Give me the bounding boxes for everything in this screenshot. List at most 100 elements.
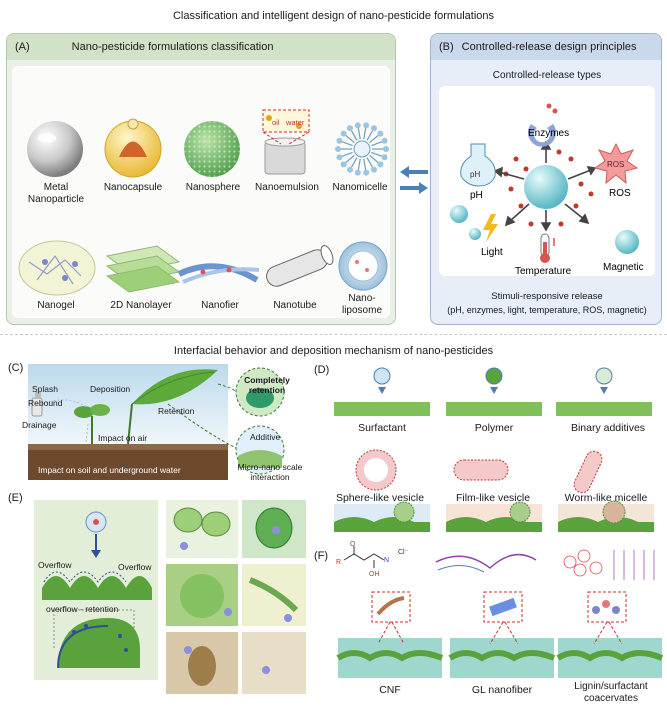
small-particle-icon [469, 228, 481, 240]
panel-b-footer-2: (pH, enzymes, light, temperature, ROS, m… [447, 305, 647, 315]
panel-d-illustrations [334, 367, 654, 532]
panel-c-scene [28, 364, 285, 480]
micelle-tail [369, 134, 380, 144]
panel-f: (F) R O OH N Cl⁻ [314, 540, 664, 710]
main-title: Classification and intelligent design of… [172, 10, 495, 22]
label-retention: Retention [158, 406, 195, 416]
exchange-arrows [400, 166, 428, 194]
micelle-tail [357, 127, 361, 140]
label-overflow-right: Overflow [118, 562, 152, 572]
worm-micelle-icon [573, 450, 603, 494]
micelle-head [336, 137, 343, 144]
stimulus-light: Light [481, 247, 503, 258]
tile-overlays [173, 507, 299, 686]
panel-b-title: Controlled-release design principles [461, 41, 637, 53]
stimulus-magnetic: Magnetic [603, 262, 644, 273]
panel-b-subheader: Controlled-release types [492, 70, 602, 81]
micelle-head [347, 125, 353, 132]
label-rebound: Rebound [28, 398, 63, 408]
micelle-head [335, 146, 341, 152]
micelle-tail [369, 154, 380, 164]
micelle-head [381, 154, 388, 161]
surface-coacervate [558, 638, 662, 678]
emulsion-oil-label: oil [272, 118, 280, 127]
panel-e: (E) Overflow Overflow overflow - retenti… [8, 492, 308, 708]
leaf-surface [334, 402, 430, 416]
sprayer-icon [31, 392, 43, 417]
label-metal-nanoparticle: Metal Nanoparticle [27, 182, 85, 205]
arrow-down-icon [600, 387, 608, 394]
micelle-head [363, 122, 370, 129]
label-polymer: Polymer [474, 422, 514, 434]
stimulus-enzymes: Enzymes [528, 128, 569, 139]
emulsion-water-label: water [285, 118, 305, 127]
gl-molecule [435, 553, 537, 569]
droplet-on-leaf [446, 367, 542, 416]
panel-f-illustrations: R O OH N Cl⁻ [336, 541, 664, 678]
label-nanomicelle: Nanomicelle [332, 182, 388, 193]
panel-b-tag: (B) [439, 41, 454, 53]
section-divider [0, 334, 667, 335]
release-dot [523, 166, 529, 172]
release-dot [568, 156, 574, 162]
panel-a: (A) Nano-pesticide formulations classifi… [6, 33, 396, 325]
micelle-head [347, 166, 353, 173]
2d-nanolayer-icon [105, 245, 181, 293]
label-nanogel: Nanogel [37, 300, 75, 311]
label-surfactant: Surfactant [358, 422, 406, 434]
ros-star-text: ROS [607, 160, 624, 169]
label-splash: Splash [32, 384, 58, 394]
ph-flask-text: pH [470, 170, 480, 179]
nanocapsule-icon [104, 118, 162, 178]
micelle-head [371, 166, 377, 173]
stimulus-ros: ROS [609, 188, 631, 199]
release-dot [556, 149, 562, 155]
label-additive: Additive [250, 432, 281, 442]
panel-b-diagram: pH ROS Enzymes pH ROS Light Temperature … [450, 103, 644, 277]
release-dot [518, 203, 524, 209]
micelle-head [371, 125, 377, 132]
micelle-head [354, 122, 361, 129]
panel-c-tag: (C) [8, 362, 24, 374]
micelle-tail [363, 127, 367, 140]
label-drainage: Drainage [22, 420, 57, 430]
micelle-head [336, 154, 343, 161]
label-coacervates: Lignin/surfactant coacervates [574, 681, 648, 704]
label-nanocapsule: Nanocapsule [103, 182, 163, 193]
arrow-left-icon [400, 166, 409, 178]
arrow-right-icon [419, 182, 428, 194]
label-binary-additives: Binary additives [570, 422, 646, 434]
micelle-tail [371, 151, 383, 158]
magnetic-particle-icon [615, 230, 639, 254]
chem-n: N [384, 557, 389, 564]
micelle-head [340, 161, 347, 168]
label-overflow-left: Overflow [38, 560, 72, 570]
label-film-like-vesicle: Film-like vesicle [455, 492, 531, 504]
micelle-head [340, 130, 347, 137]
label-impact-soil: Impact on soil and underground water [38, 465, 181, 475]
label-worm-like-micelle: Worm-like micelle [564, 492, 648, 504]
label-completely-retention: Completely retention [244, 375, 290, 395]
label-2d-nanolayer: 2D Nanolayer [110, 300, 172, 311]
ros-star-icon: ROS [593, 142, 639, 185]
release-dot [528, 221, 534, 227]
droplet-on-leaf [334, 367, 430, 416]
micelle-tail [344, 134, 355, 144]
leaf-surface [446, 402, 542, 416]
micelle-tail [341, 140, 353, 147]
label-micro-nano: Micro-nano scale interaction [237, 462, 303, 482]
chem-r: R [336, 559, 341, 566]
chemical-structure [343, 546, 385, 568]
chem-cl: Cl⁻ [398, 549, 409, 556]
arrow-down-icon [490, 387, 498, 394]
panel-c: (C) Splash Deposition Rebound Retention … [8, 362, 308, 482]
arrow-down-icon [91, 550, 101, 558]
micelle-tail [350, 157, 358, 169]
nanoliposome-icon [338, 241, 388, 291]
micelle-tail [366, 157, 374, 169]
micelle-head [363, 169, 370, 176]
panel-e-schematic [42, 511, 152, 669]
central-particle-icon [524, 165, 568, 209]
nanofiber-icon [177, 263, 260, 284]
panel-b-header: (B) Controlled-release design principles [431, 34, 661, 60]
